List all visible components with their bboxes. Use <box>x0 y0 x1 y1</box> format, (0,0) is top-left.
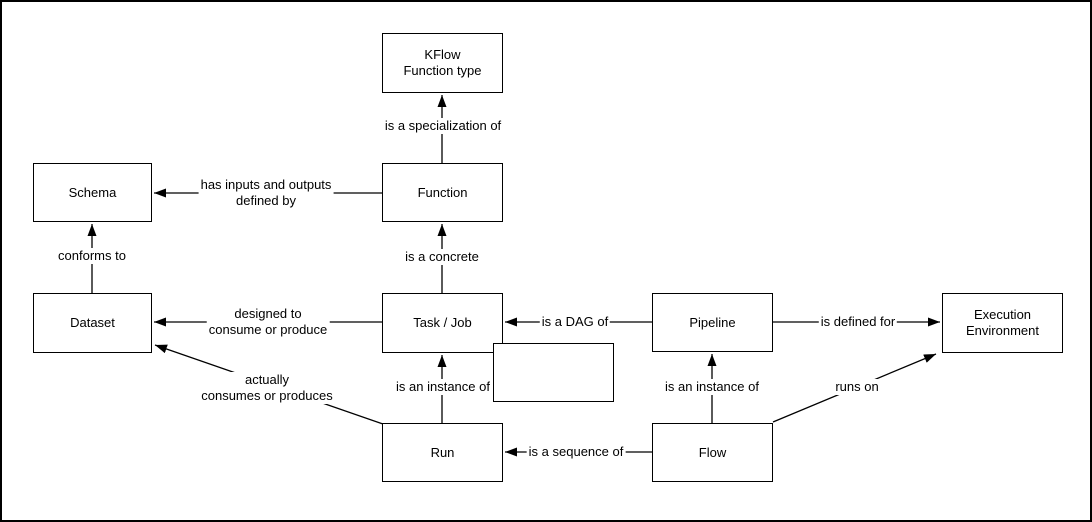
edge-label-is-a-dag-of: is a DAG of <box>539 314 611 330</box>
node-dataset: Dataset <box>33 293 152 353</box>
node-pipeline: Pipeline <box>652 293 773 352</box>
node-execution-environment: Execution Environment <box>942 293 1063 353</box>
edge-label-is-defined-for: is defined for <box>818 314 898 330</box>
edge-label-is-an-instance-of-run: is an instance of <box>394 379 492 395</box>
node-function: Function <box>382 163 503 222</box>
edge-label-conforms-to: conforms to <box>56 248 128 264</box>
node-task-job: Task / Job <box>382 293 503 353</box>
edge-label-is-a-sequence-of: is a sequence of <box>526 444 626 460</box>
node-schema: Schema <box>33 163 152 222</box>
edge-label-designed-to-consume-or-produce: designed to consume or produce <box>206 306 330 338</box>
node-flow: Flow <box>652 423 773 482</box>
edge-label-actually-consumes-or-produces: actually consumes or produces <box>199 372 335 404</box>
edge-label-is-a-specialization-of: is a specialization of <box>382 118 504 134</box>
edge-label-is-a-concrete: is a concrete <box>403 249 481 265</box>
edge-label-has-inputs-and-outputs-defined-by: has inputs and outputs defined by <box>198 177 334 209</box>
edge-label-runs-on: runs on <box>833 379 881 395</box>
node-empty-box <box>493 343 614 402</box>
node-kflow-function-type: KFlow Function type <box>382 33 503 93</box>
node-run: Run <box>382 423 503 482</box>
edge-label-is-an-instance-of-flow: is an instance of <box>663 379 761 395</box>
